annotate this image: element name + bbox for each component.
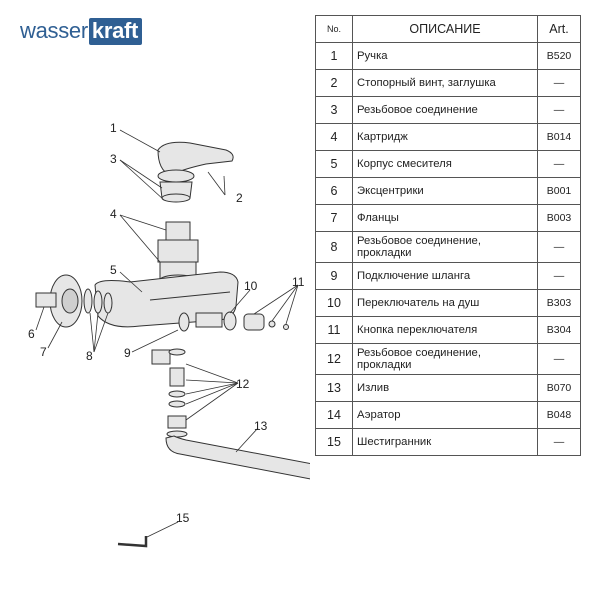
row-art: B003 [537,204,581,232]
row-desc: Корпус смесителя [352,150,538,178]
row-no: 11 [315,316,353,344]
header-no: No. [315,15,353,43]
row-no: 1 [315,42,353,70]
row-no: 10 [315,289,353,317]
row-art: B303 [537,289,581,317]
callout-8: 8 [86,349,93,363]
row-no: 3 [315,96,353,124]
row-desc: Переключатель на душ [352,289,538,317]
row-art: — [537,231,581,263]
row-desc: Подключение шланга [352,262,538,290]
callout-6: 6 [28,327,35,341]
row-no: 12 [315,343,353,375]
header-description: ОПИСАНИЕ [352,15,538,43]
spout-part [165,435,310,480]
callout-13: 13 [254,419,268,433]
row-no: 15 [315,428,353,456]
row-art: — [537,343,581,375]
row-no: 6 [315,177,353,205]
brand-part1: wasser [20,18,88,43]
row-no: 8 [315,231,353,263]
callout-1: 1 [110,121,117,135]
header-art: Art. [537,15,581,43]
callout-2: 2 [236,191,243,205]
callout-9: 9 [124,346,131,360]
row-no: 9 [315,262,353,290]
row-art: — [537,150,581,178]
row-desc: Резьбовое соединение, прокладки [352,231,538,263]
callout-11: 11 [292,275,305,289]
row-desc: Стопорный винт, заглушка [352,69,538,97]
row-desc: Ручка [352,42,538,70]
row-no: 5 [315,150,353,178]
row-desc: Резьбовое соединение [352,96,538,124]
row-desc: Излив [352,374,538,402]
row-art: — [537,96,581,124]
row-art: B520 [537,42,581,70]
row-art: B001 [537,177,581,205]
row-art: B304 [537,316,581,344]
row-art: — [537,262,581,290]
row-art: B014 [537,123,581,151]
callout-5: 5 [110,263,117,277]
callout-7: 7 [40,345,47,359]
row-no: 14 [315,401,353,429]
table-header-row: No. ОПИСАНИЕ Art. [315,15,581,43]
row-no: 7 [315,204,353,232]
callout-10: 10 [244,279,258,293]
exploded-diagram: 1 2 3 4 5 6 7 8 9 10 11 12 13 14 15 [28,121,310,548]
callout-12: 12 [236,377,250,391]
row-desc: Аэратор [352,401,538,429]
callout-4: 4 [110,207,117,221]
row-art: B048 [537,401,581,429]
row-desc: Шестигранник [352,428,538,456]
row-no: 2 [315,69,353,97]
row-no: 13 [315,374,353,402]
row-desc: Эксцентрики [352,177,538,205]
row-desc: Фланцы [352,204,538,232]
row-desc: Резьбовое соединение, прокладки [352,343,538,375]
row-desc: Картридж [352,123,538,151]
row-art: — [537,428,581,456]
row-art: — [537,69,581,97]
callout-15: 15 [176,511,190,525]
brand-part2: kraft [88,17,143,45]
row-desc: Кнопка переключателя [352,316,538,344]
callout-3: 3 [110,152,117,166]
row-art: B070 [537,374,581,402]
row-no: 4 [315,123,353,151]
